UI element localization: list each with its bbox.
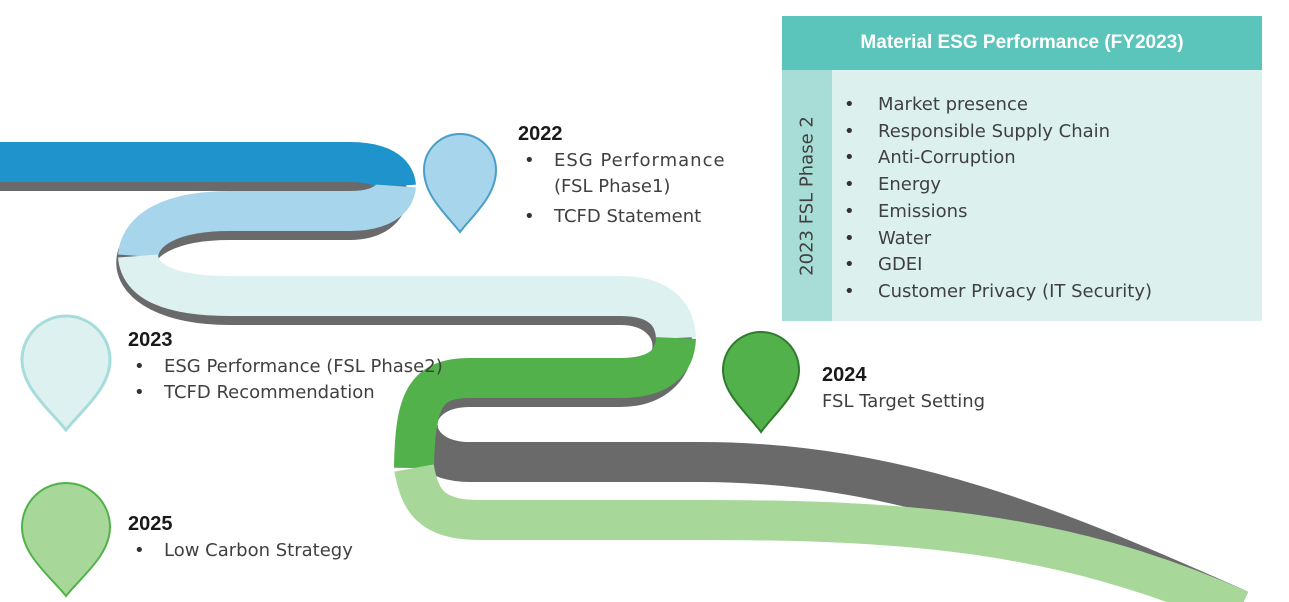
milestone-2023: 2023 ESG Performance (FSL Phase2) TCFD R… [128,328,508,406]
milestone-year: 2024 [822,364,867,386]
milestone-2024: 2024 FSL Target Setting [822,363,1082,415]
milestone-item-continuation: (FSL Phase1) [554,176,671,197]
material-topic-item: Market presence [832,92,1262,119]
material-esg-panel: Material ESG Performance (FY2023) 2023 F… [782,16,1262,321]
milestone-2022: 2022 ESG Performance (FSL Phase1) TCFD S… [518,122,758,230]
material-topic-item: Energy [832,172,1262,199]
map-pin-2023-icon [20,314,112,433]
material-topic-item: Anti-Corruption [832,145,1262,172]
milestone-2025: 2025 Low Carbon Strategy [128,512,428,564]
material-topic-list: Market presence Responsible Supply Chain… [832,70,1262,321]
road-segment-1 [0,142,416,191]
milestone-year: 2022 [518,123,563,145]
material-topic-item: GDEI [832,252,1262,279]
milestone-item: ESG Performance [518,148,758,174]
road-segment-5 [394,463,1249,602]
map-pin-2024-icon [721,331,801,434]
road-segment-2 [118,182,416,260]
panel-side-label-box: 2023 FSL Phase 2 [782,70,832,321]
milestone-text: FSL Target Setting [822,391,986,412]
material-topic-item: Customer Privacy (IT Security) [832,279,1262,306]
milestone-item: ESG Performance (FSL Phase2) [128,354,508,380]
panel-side-label: 2023 FSL Phase 2 [796,115,818,276]
road-segment-3 [118,252,696,341]
milestone-year: 2023 [128,329,173,351]
milestone-item: TCFD Statement [518,204,758,230]
milestone-item: TCFD Recommendation [128,380,508,406]
material-topic-item: Emissions [832,199,1262,226]
panel-title: Material ESG Performance (FY2023) [782,16,1262,70]
map-pin-2022-icon [422,133,498,234]
milestone-year: 2025 [128,513,173,535]
material-topic-item: Water [832,226,1262,253]
milestone-item: Low Carbon Strategy [128,538,428,564]
map-pin-2025-icon [20,482,112,598]
material-topic-item: Responsible Supply Chain [832,119,1262,146]
